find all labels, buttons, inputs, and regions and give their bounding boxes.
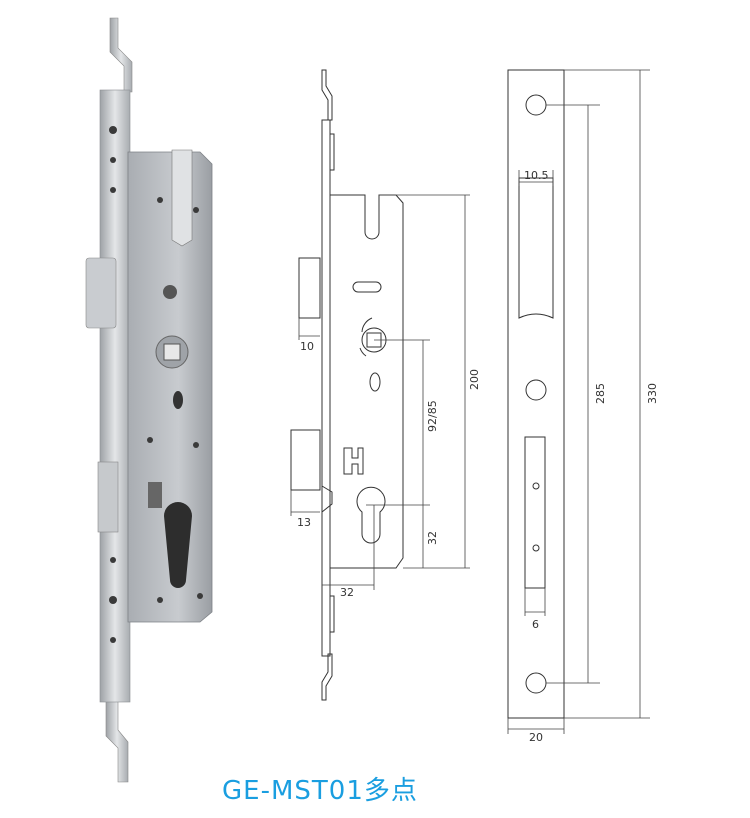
- product-title: GE-MST01多点: [222, 776, 418, 806]
- dim-latch-offset: 10: [300, 340, 314, 353]
- front-view-drawing: 10.5 285 330 6 20: [507, 69, 659, 744]
- dim-cylinder-bottom: 32: [426, 531, 439, 545]
- side-view-drawing: 10 13 32 92/85 32 200: [290, 69, 481, 701]
- dim-hole-spacing: 285: [594, 383, 607, 404]
- dim-centre-distance: 92/85: [426, 400, 439, 432]
- deadbolt: [97, 461, 119, 533]
- dim-plate-width: 20: [529, 731, 543, 744]
- cylinder-hole: [164, 502, 192, 588]
- top-rod-connector: [109, 17, 133, 93]
- dim-backset: 32: [340, 586, 354, 599]
- latch: [85, 257, 117, 329]
- faceplate: [99, 89, 131, 703]
- dim-body-height: 200: [468, 369, 481, 390]
- dim-bolt-offset: 13: [297, 516, 311, 529]
- dim-slot-width: 10.5: [524, 169, 549, 182]
- dim-plate-length: 330: [646, 383, 659, 404]
- dim-small-slot-width: 6: [532, 618, 539, 631]
- bottom-rod-connector: [105, 699, 129, 783]
- lock-photo: [85, 17, 213, 783]
